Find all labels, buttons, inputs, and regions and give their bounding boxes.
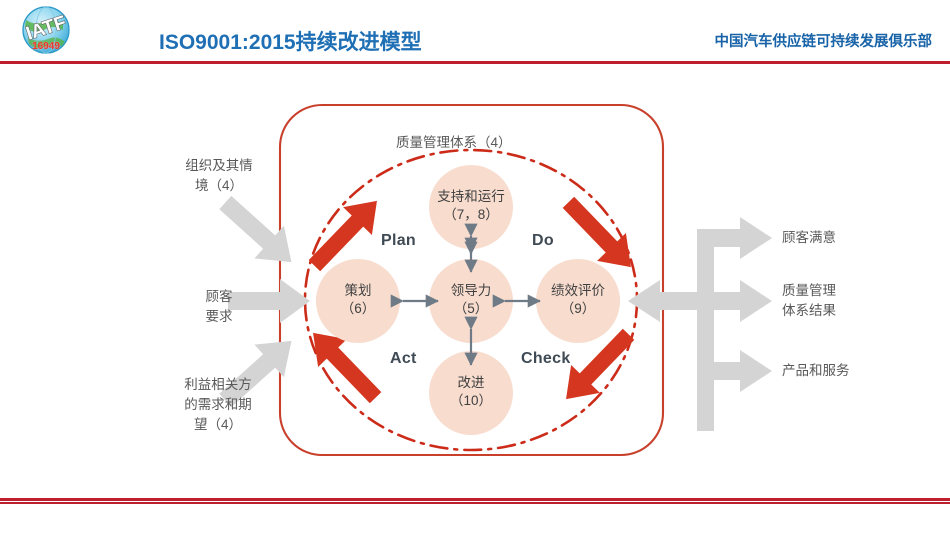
node-circle-leadership bbox=[429, 259, 513, 343]
output-label-qms-results: 质量管理 体系结果 bbox=[782, 283, 836, 318]
organization-name: 中国汽车供应链可持续发展俱乐部 bbox=[714, 34, 933, 50]
iatf-16949-globe-logo-icon: IATF 16949 bbox=[14, 4, 78, 56]
node-connectors bbox=[390, 223, 541, 366]
node-circle-performance bbox=[536, 259, 620, 343]
footer-divider bbox=[0, 498, 950, 504]
svg-text:16949: 16949 bbox=[32, 41, 60, 52]
output-label-customer-satisfaction: 顾客满意 bbox=[782, 230, 836, 245]
footer-divider-thick bbox=[0, 498, 950, 501]
node-circle-planning bbox=[316, 259, 400, 343]
pdca-label-act: Act bbox=[390, 350, 417, 367]
output-label-products-services: 产品和服务 bbox=[782, 363, 850, 378]
output-trunk bbox=[697, 236, 714, 431]
footer-divider-thin bbox=[0, 502, 950, 504]
cycle-arrow-act bbox=[313, 332, 382, 404]
page-title: ISO9001:2015持续改进模型 bbox=[159, 31, 422, 54]
node-circle-improvement bbox=[429, 351, 513, 435]
cycle-arrow-do bbox=[562, 196, 631, 268]
pdca-label-check: Check bbox=[521, 350, 571, 367]
output-arrow-customer-satisfaction bbox=[697, 217, 772, 259]
input-arrow-customer-req bbox=[228, 279, 310, 323]
output-arrow-group bbox=[628, 217, 772, 431]
input-label-stakeholder: 利益相关方 的需求和期 望（4） bbox=[184, 377, 252, 432]
node-circle-support-operation bbox=[429, 165, 513, 249]
diagram-graphics bbox=[219, 103, 772, 457]
pdca-diagram: 质量管理体系（4） 支持和运行 （7，8） 策划 （6） 领导力 （5） 绩效评… bbox=[0, 66, 950, 496]
pdca-label-do: Do bbox=[532, 232, 554, 249]
header-divider bbox=[0, 61, 950, 64]
node-label-performance: 绩效评价 （9） bbox=[551, 283, 605, 316]
qms-frame-label: 质量管理体系（4） bbox=[396, 135, 512, 150]
cycle-arrow-check bbox=[566, 328, 635, 400]
output-arrow-qms-results bbox=[697, 280, 772, 322]
input-label-customer-req: 顾客 要求 bbox=[205, 289, 233, 324]
node-label-planning: 策划 （6） bbox=[340, 283, 376, 316]
output-arrow-products-services bbox=[697, 350, 772, 392]
feedback-arrow-left bbox=[628, 280, 713, 322]
input-arrow-context bbox=[219, 195, 292, 263]
pdca-label-plan: Plan bbox=[381, 232, 416, 249]
input-arrow-stakeholder bbox=[219, 340, 292, 408]
cycle-arrow-plan bbox=[308, 200, 377, 272]
node-label-improvement: 改进 （10） bbox=[449, 375, 493, 408]
input-label-context: 组织及其情 境（4） bbox=[185, 158, 253, 193]
node-label-leadership: 领导力 （5） bbox=[450, 283, 492, 316]
node-label-support-operation: 支持和运行 （7，8） bbox=[437, 189, 505, 222]
